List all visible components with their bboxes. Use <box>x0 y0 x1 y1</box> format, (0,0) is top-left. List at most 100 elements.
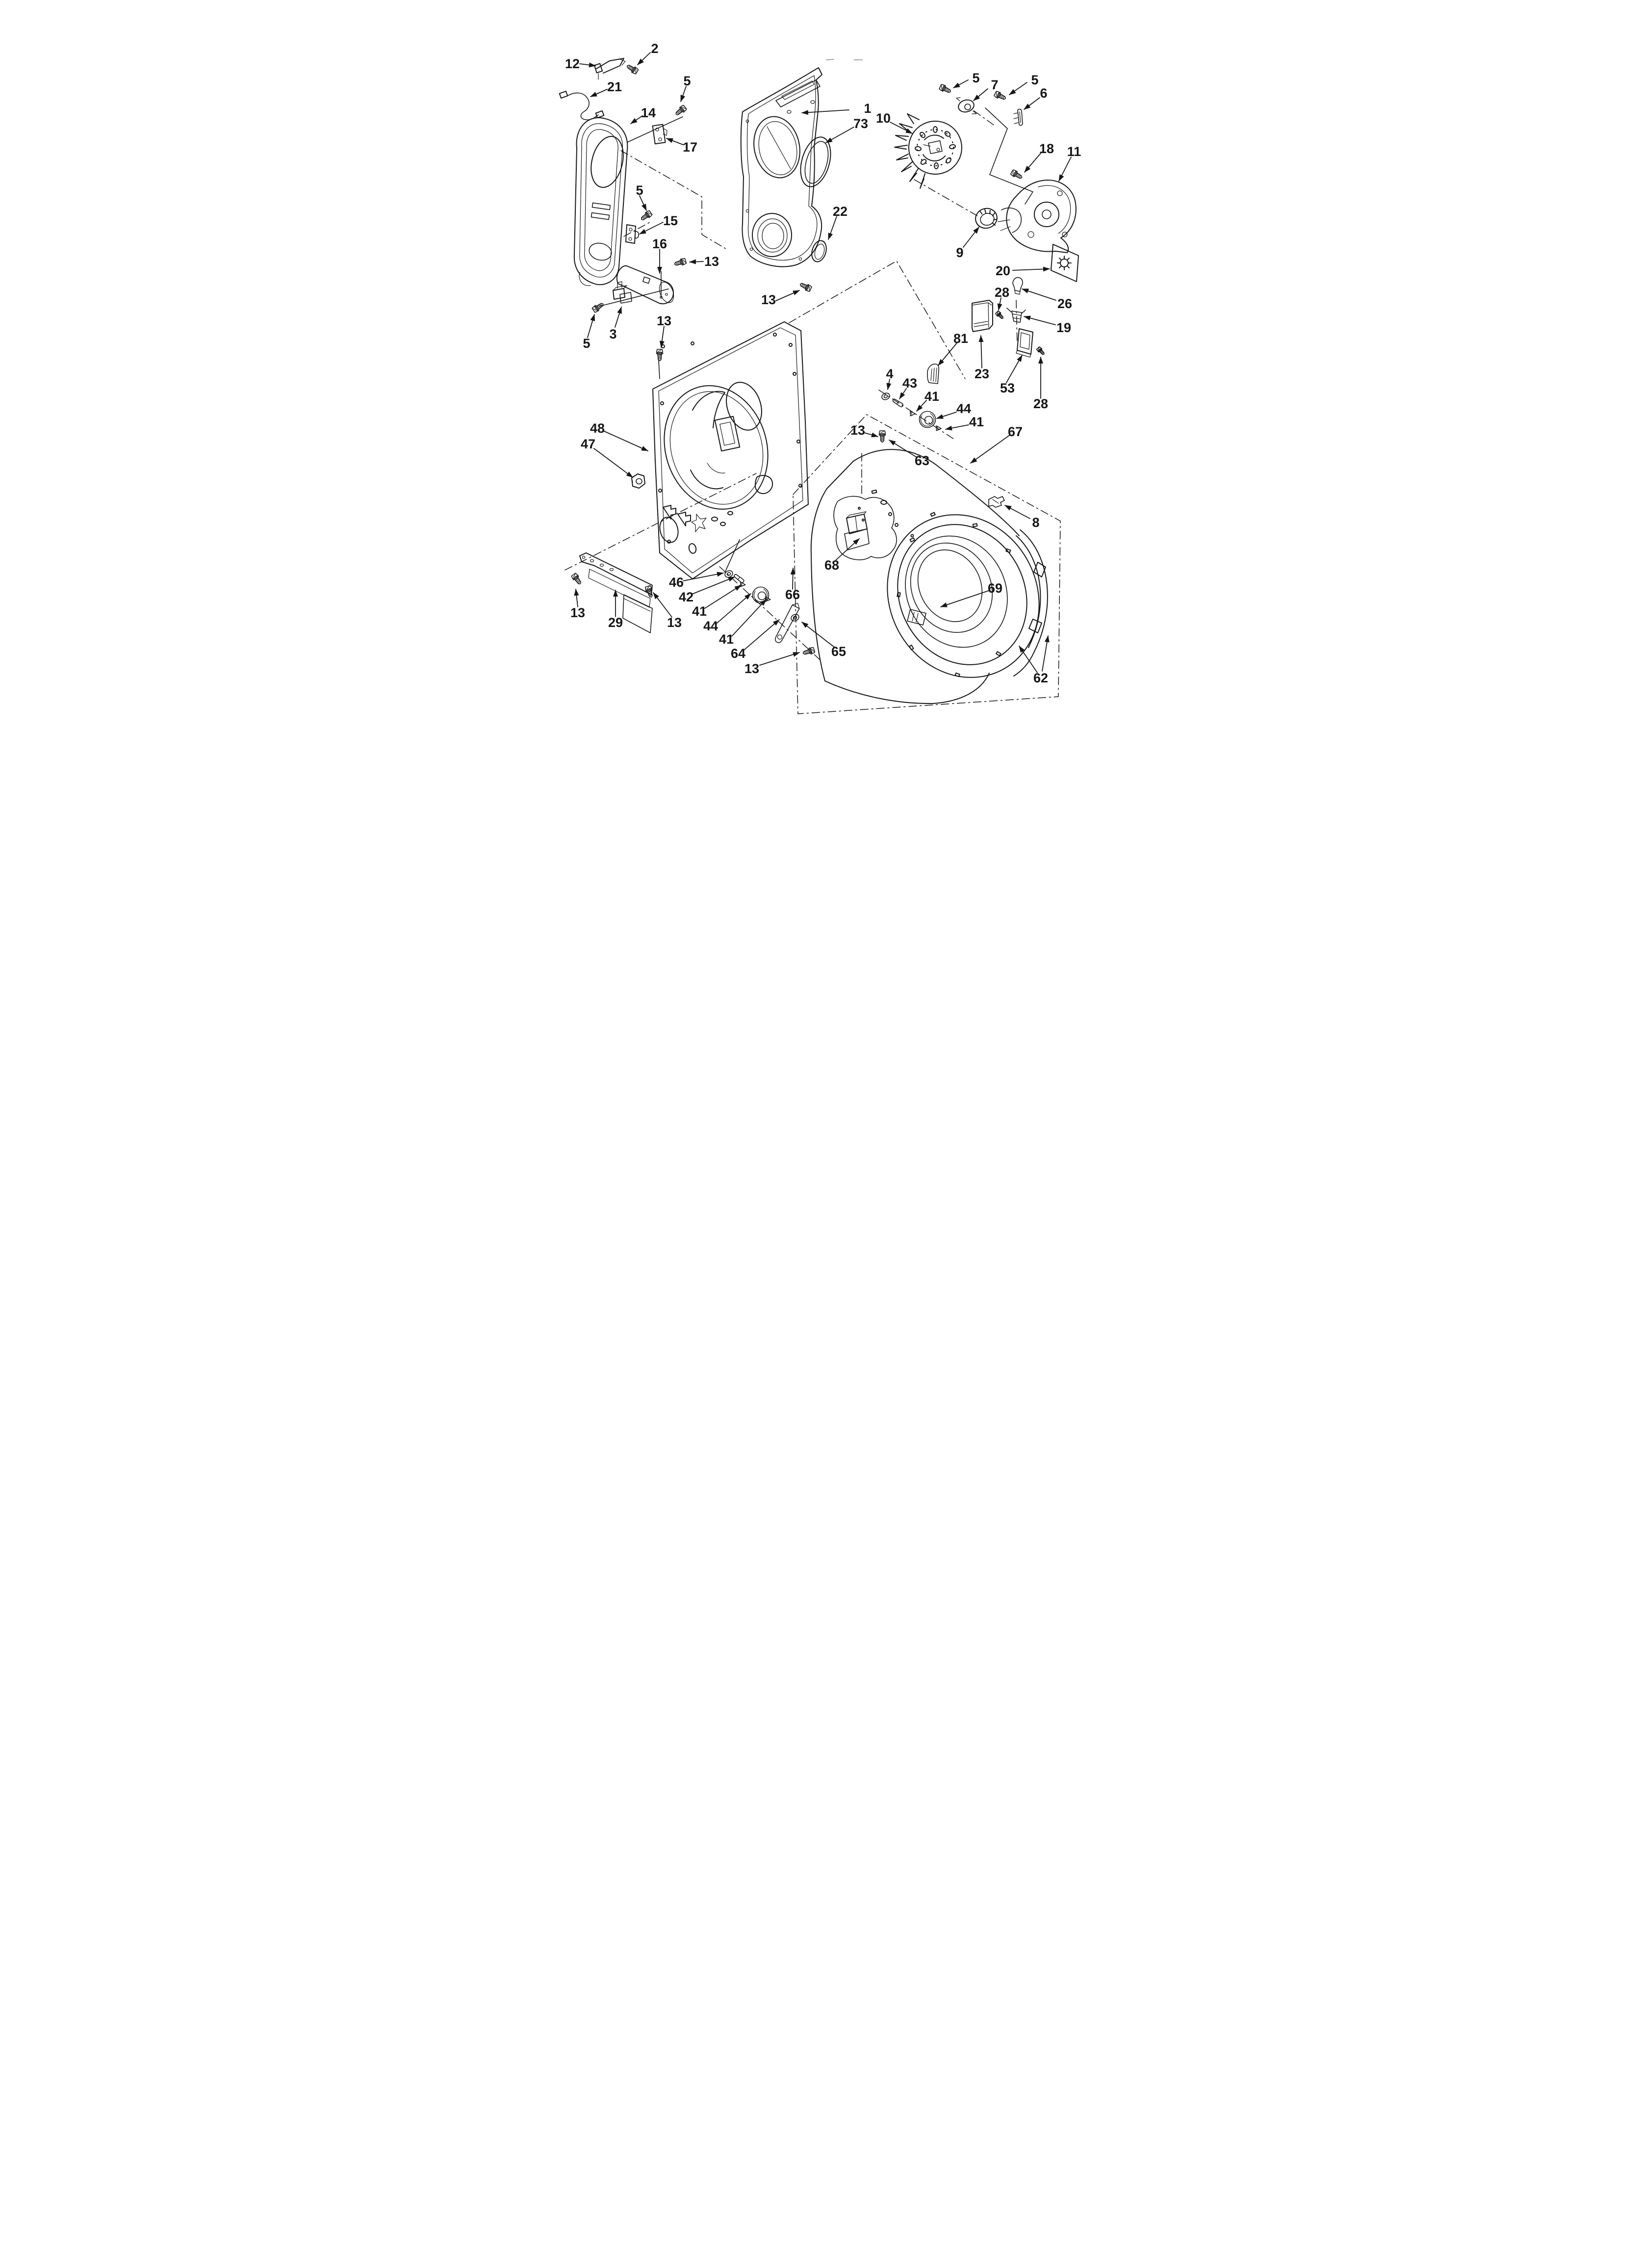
leader-line-41 <box>732 600 766 636</box>
part-13-screw-c <box>798 281 813 293</box>
leader-line-73 <box>826 127 854 143</box>
callout-53-22: 53 <box>1000 381 1015 395</box>
part-69-felt-seal <box>895 528 1008 647</box>
leader-line-19 <box>1024 315 1055 325</box>
callout-8-43: 8 <box>1032 515 1039 530</box>
callout-13-29: 13 <box>657 313 671 328</box>
callout-46-47: 46 <box>669 575 684 590</box>
callout-28-18: 28 <box>995 285 1009 300</box>
part-13-screw-e <box>801 646 816 657</box>
callout-73-7: 73 <box>853 116 868 131</box>
band-notches <box>897 513 1010 677</box>
part-41-clip-a <box>909 411 916 417</box>
part-5-screw-a <box>938 83 952 95</box>
part-29-bracket <box>580 553 652 633</box>
part-6-terminal <box>1014 109 1023 125</box>
leader-line-42 <box>692 577 735 594</box>
leader-line-13 <box>689 259 703 264</box>
callout-1-6: 1 <box>864 101 871 116</box>
callout-66-45: 66 <box>785 587 800 602</box>
leader-line-7 <box>974 89 988 101</box>
leader-line-43 <box>899 389 906 399</box>
leader-line-5 <box>588 314 595 338</box>
leader-line-68 <box>836 539 859 560</box>
leader-line-4 <box>886 379 892 390</box>
part-44-roller-a <box>919 411 936 428</box>
leader-line-67 <box>971 435 1010 463</box>
callout-13-28: 13 <box>704 254 719 269</box>
part-16-cylinder <box>617 266 676 305</box>
part-4-washer <box>880 391 891 402</box>
leader-line-10 <box>890 122 912 133</box>
callout-23-21: 23 <box>975 366 989 381</box>
part-5-screw-topleft <box>673 104 688 118</box>
leader-line-14 <box>631 116 642 124</box>
drum-assembly-boundary-67 <box>793 415 1060 714</box>
leader-line-13 <box>864 433 878 438</box>
callout-13-57: 13 <box>667 615 682 630</box>
callout-14-4: 14 <box>641 105 656 120</box>
callout-13-56: 13 <box>570 605 585 620</box>
part-42-shaft <box>733 573 745 584</box>
leader-line-47 <box>594 448 633 477</box>
callout-69-46: 69 <box>988 581 1002 596</box>
callout-17-5: 17 <box>683 140 697 155</box>
part-17-catch <box>653 125 667 144</box>
leader-line-44 <box>717 594 751 623</box>
part-64-link <box>773 601 801 644</box>
callout-13-53: 13 <box>744 661 759 676</box>
part-11-blower-housing <box>998 180 1076 253</box>
callout-7-10: 7 <box>991 78 998 92</box>
construction-lines <box>600 108 1033 573</box>
part-62-bands <box>1014 530 1048 676</box>
callout-2-1: 2 <box>651 41 658 56</box>
leader-line-2 <box>638 52 650 65</box>
drum-holes <box>858 490 914 537</box>
callout-21-2: 21 <box>607 79 622 94</box>
leader-line-53 <box>1006 355 1022 383</box>
leader-line-63 <box>889 440 917 457</box>
callout-41-49: 41 <box>692 604 707 619</box>
part-28-screw-a <box>995 310 1005 321</box>
callout-3-31: 3 <box>609 327 616 341</box>
part-13-screw-d <box>878 430 886 443</box>
callout-18-13: 18 <box>1039 141 1054 156</box>
leader-line-3 <box>615 307 621 327</box>
part-28-screw-b <box>1036 346 1046 357</box>
part-20-heat-shield <box>1051 244 1078 282</box>
leader-line-13 <box>760 652 800 665</box>
blower-fins <box>895 114 925 188</box>
leader-line-22 <box>828 216 837 240</box>
callout-20-17: 20 <box>996 263 1010 278</box>
bulkhead-tabs <box>663 505 706 532</box>
part-26-bulb <box>1013 278 1023 294</box>
sun-icon <box>1057 256 1071 270</box>
leader-line-5 <box>1009 82 1027 95</box>
leader-line-13 <box>659 326 664 348</box>
leader-line-5 <box>640 196 646 211</box>
part-18-screw <box>1010 168 1024 181</box>
callout-68-44: 68 <box>824 558 839 573</box>
leader-line-13 <box>574 589 579 607</box>
leader-line-23 <box>978 335 984 368</box>
callout-47-34: 47 <box>581 437 595 451</box>
callout-5-25: 5 <box>636 183 643 198</box>
leader-line-9 <box>963 227 979 247</box>
drum-cutout <box>834 496 897 560</box>
leader-line-13 <box>776 290 800 301</box>
part-41-clip-c <box>739 581 746 588</box>
leader-line-69 <box>940 590 990 607</box>
leader-line-48 <box>604 431 648 451</box>
part-5-screw-mid <box>639 209 653 223</box>
callout-44-50: 44 <box>703 619 718 633</box>
callout-10-8: 10 <box>876 111 891 126</box>
part-22-ring <box>809 239 828 263</box>
part-8-clip <box>989 496 1004 507</box>
callout-15-26: 15 <box>663 213 678 228</box>
callout-63-41: 63 <box>915 453 929 468</box>
assembly-axis-lines <box>565 111 1060 714</box>
part-23-lamp-box <box>972 300 993 332</box>
part-21-wire <box>560 91 604 120</box>
leader-line-5 <box>953 80 968 88</box>
